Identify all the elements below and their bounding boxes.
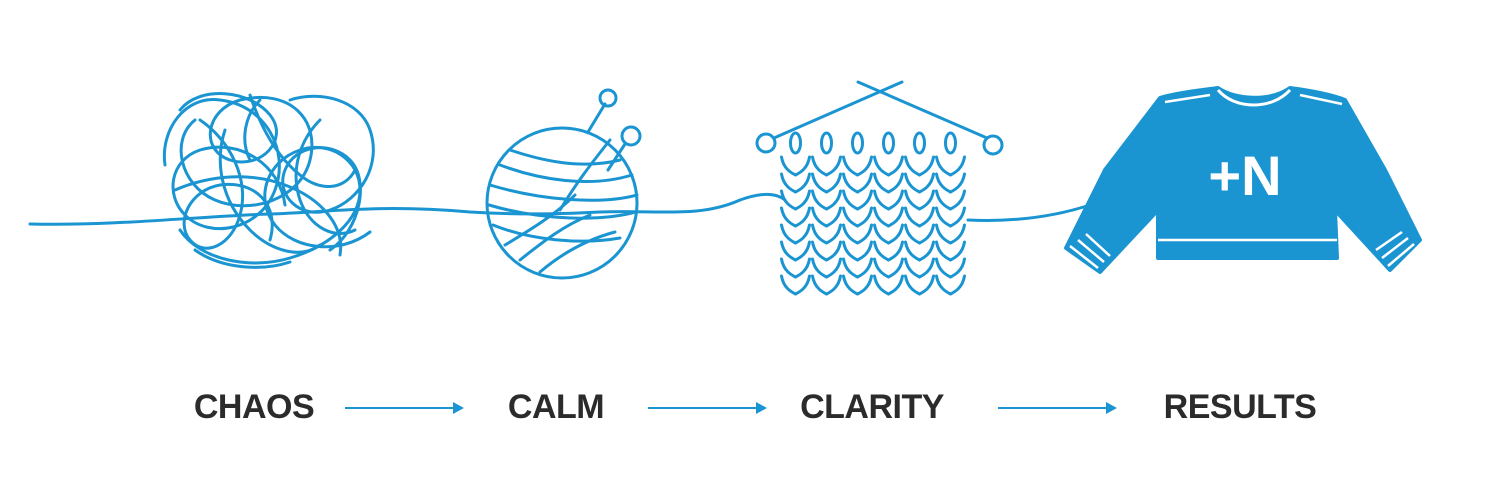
- knit-stitch: [904, 240, 935, 262]
- knit-stitch: [811, 257, 842, 279]
- knit-stitch: [935, 257, 966, 279]
- knit-stitch: [780, 172, 811, 194]
- knitting-on-needles-icon: [755, 80, 1004, 296]
- knit-stitch: [873, 257, 904, 279]
- knit-stitch: [811, 223, 842, 245]
- knit-stitch: [842, 155, 873, 177]
- knit-stitch: [811, 155, 842, 177]
- yarn-ball-with-needles-icon: [485, 88, 642, 280]
- knit-stitch: [935, 223, 966, 245]
- knit-stitch: [904, 206, 935, 228]
- knit-stitch: [935, 172, 966, 194]
- stitch-loop: [820, 131, 833, 155]
- knit-stitch: [842, 223, 873, 245]
- knit-stitch: [842, 172, 873, 194]
- knit-stitch: [842, 206, 873, 228]
- knit-stitch: [811, 274, 842, 296]
- knit-stitch: [935, 155, 966, 177]
- knit-stitch: [904, 274, 935, 296]
- knit-stitch: [842, 257, 873, 279]
- knit-stitch: [873, 206, 904, 228]
- knit-stitch: [873, 240, 904, 262]
- knit-stitch: [780, 206, 811, 228]
- stitch-loop: [789, 131, 802, 155]
- knit-stitch: [780, 240, 811, 262]
- knit-stitch: [780, 189, 811, 211]
- knit-stitch: [811, 206, 842, 228]
- knit-stitch: [935, 189, 966, 211]
- stage-label-chaos: CHAOS: [194, 388, 314, 426]
- stage-label-calm: CALM: [508, 388, 604, 426]
- knit-stitch: [842, 274, 873, 296]
- knit-stitch: [780, 257, 811, 279]
- knit-stitch: [780, 155, 811, 177]
- knit-stitch: [780, 274, 811, 296]
- arrow-clarity-to-results: [998, 402, 1117, 414]
- knit-stitch: [873, 172, 904, 194]
- stage-label-results: RESULTS: [1164, 388, 1317, 426]
- stitch-loop: [913, 131, 926, 155]
- knit-stitch: [904, 257, 935, 279]
- knit-stitch: [842, 240, 873, 262]
- stitch-loop: [944, 131, 957, 155]
- knit-stitch: [935, 274, 966, 296]
- stitch-loop: [882, 131, 895, 155]
- knit-stitch: [904, 172, 935, 194]
- knit-stitch: [811, 189, 842, 211]
- knit-stitch: [873, 274, 904, 296]
- knit-stitch: [873, 189, 904, 211]
- knit-stitch: [935, 240, 966, 262]
- knit-stitch: [811, 172, 842, 194]
- sweater-icon: +N: [1064, 86, 1422, 274]
- arrow-chaos-to-calm: [345, 402, 464, 414]
- knit-stitch: [873, 223, 904, 245]
- tangled-yarn-icon: [162, 92, 375, 269]
- stitch-loop: [851, 131, 864, 155]
- knit-stitch: [842, 189, 873, 211]
- knit-stitch: [904, 189, 935, 211]
- knit-stitch: [780, 223, 811, 245]
- stage-label-clarity: CLARITY: [800, 388, 945, 426]
- arrow-calm-to-clarity: [648, 402, 767, 414]
- knit-stitch: [904, 223, 935, 245]
- knit-stitch: [935, 206, 966, 228]
- knit-stitch: [811, 240, 842, 262]
- knit-stitch: [904, 155, 935, 177]
- sweater-logo: +N: [1208, 144, 1281, 207]
- knit-stitch: [873, 155, 904, 177]
